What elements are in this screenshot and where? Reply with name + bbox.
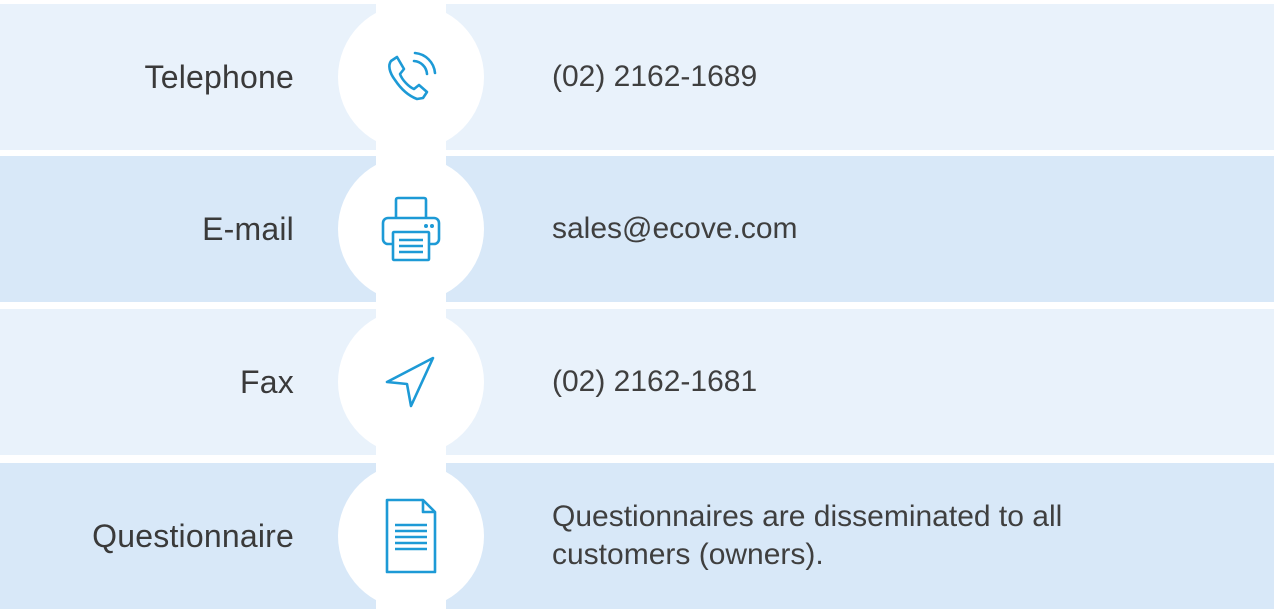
email-icon-circle	[338, 156, 484, 302]
questionnaire-icon-circle	[338, 463, 484, 609]
telephone-icon-circle	[338, 4, 484, 150]
email-label: E-mail	[202, 210, 294, 247]
phone-icon	[388, 51, 437, 101]
contact-row-telephone: Telephone (02) 2162-1689	[0, 4, 1274, 150]
questionnaire-value: Questionnaires are disseminated to all c…	[552, 500, 1063, 571]
fax-label: Fax	[240, 363, 294, 400]
questionnaire-label: Questionnaire	[92, 517, 294, 554]
fax-value[interactable]: (02) 2162-1681	[552, 365, 758, 398]
telephone-label: Telephone	[144, 58, 294, 95]
email-value[interactable]: sales@ecove.com	[552, 212, 798, 245]
fax-value-wrap: (02) 2162-1681	[552, 309, 1192, 455]
email-value-wrap: sales@ecove.com	[552, 156, 1192, 302]
printer-icon	[381, 196, 441, 262]
contact-row-fax: Fax (02) 2162-1681	[0, 309, 1274, 455]
questionnaire-value-wrap: Questionnaires are disseminated to all c…	[552, 463, 1192, 609]
telephone-value[interactable]: (02) 2162-1689	[552, 60, 758, 93]
contact-row-email: E-mail sales@ecove.com	[0, 156, 1274, 302]
telephone-value-wrap: (02) 2162-1689	[552, 4, 1192, 150]
navigation-arrow-icon	[385, 356, 435, 408]
document-icon	[385, 498, 437, 574]
contact-row-questionnaire: Questionnaire Questionnaires are dissemi…	[0, 463, 1274, 609]
fax-icon-circle	[338, 309, 484, 455]
